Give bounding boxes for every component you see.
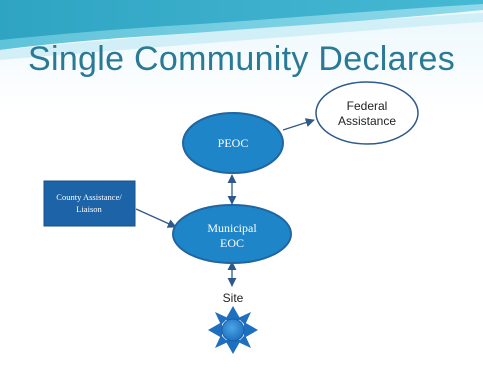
node-peoc-label: PEOC: [218, 136, 249, 150]
arrow-county-to-municipal: [135, 208, 177, 228]
node-municipal-label-line1: Municipal: [207, 221, 257, 235]
sun-burst-icon: [208, 306, 258, 354]
node-county-label-line2: Liaison: [76, 204, 102, 214]
node-county-assistance: County Assistance/ Liaison: [43, 180, 136, 227]
site-label: Site: [223, 291, 244, 305]
arrow-peoc-to-federal: [282, 118, 315, 131]
node-county-label-line1: County Assistance/: [56, 192, 122, 202]
header-swoosh-decoration: [0, 0, 483, 60]
node-federal-label-line1: Federal: [347, 99, 388, 113]
node-municipal-label-line2: EOC: [220, 236, 244, 250]
node-federal-assistance: Federal Assistance: [315, 81, 419, 145]
node-federal-label-line2: Assistance: [338, 114, 396, 128]
slide-title: Single Community Declares: [28, 40, 455, 78]
node-municipal-eoc: Municipal EOC: [172, 204, 292, 264]
node-peoc: PEOC: [182, 112, 284, 174]
